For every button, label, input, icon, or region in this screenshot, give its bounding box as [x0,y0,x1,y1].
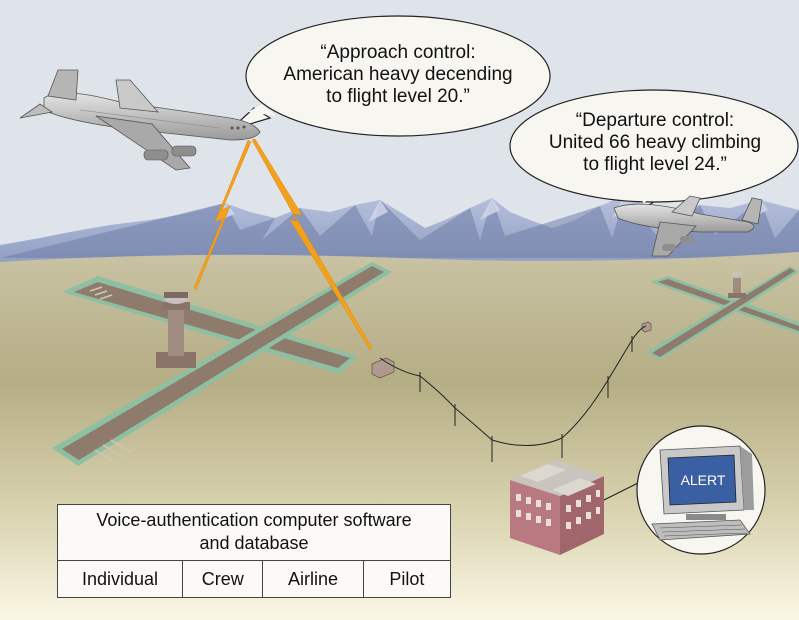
control-tower-icon [156,292,196,368]
database-title-line: Voice-authentication computer software [96,510,412,530]
distant-runway [646,266,799,360]
category-airline: Airline [263,561,364,597]
distant-control-tower-icon [728,271,746,298]
airplane-icon [613,195,763,257]
communication-cable [379,325,647,462]
category-pilot: Pilot [389,569,425,589]
mountain-shading [0,195,799,258]
database-categories: Individual Crew Airline Pilot [58,561,450,597]
departure-message-line: to flight level 24.” [583,154,727,175]
departure-speech-bubble [509,89,799,215]
category-crew: Crew [183,561,264,597]
airplane-icon [19,69,261,171]
approach-speech-bubble [229,15,551,137]
main-runway [52,262,392,466]
database-box-title: Voice-authentication computer software a… [58,505,450,561]
voice-authentication-database-box: Voice-authentication computer software a… [57,504,451,598]
departure-message-line: United 66 heavy climbing [548,132,762,153]
approach-message-line: “Approach control: [320,42,476,63]
lightning-icon [193,138,373,351]
approach-message-line: American heavy decending [283,64,513,85]
keyboard-icon [651,519,751,541]
departure-message: “Departure control: United 66 heavy clim… [520,110,790,176]
computer-monitor-icon [659,445,754,520]
approach-message-line: to flight level 20.” [326,86,470,107]
database-title-line: and database [199,533,309,553]
building-icon [510,460,604,555]
alert-screen-text: ALERT [680,472,726,488]
approach-message: “Approach control: American heavy decend… [266,42,530,108]
departure-message-line: “Departure control: [575,110,735,131]
category-individual: Individual [58,561,184,597]
